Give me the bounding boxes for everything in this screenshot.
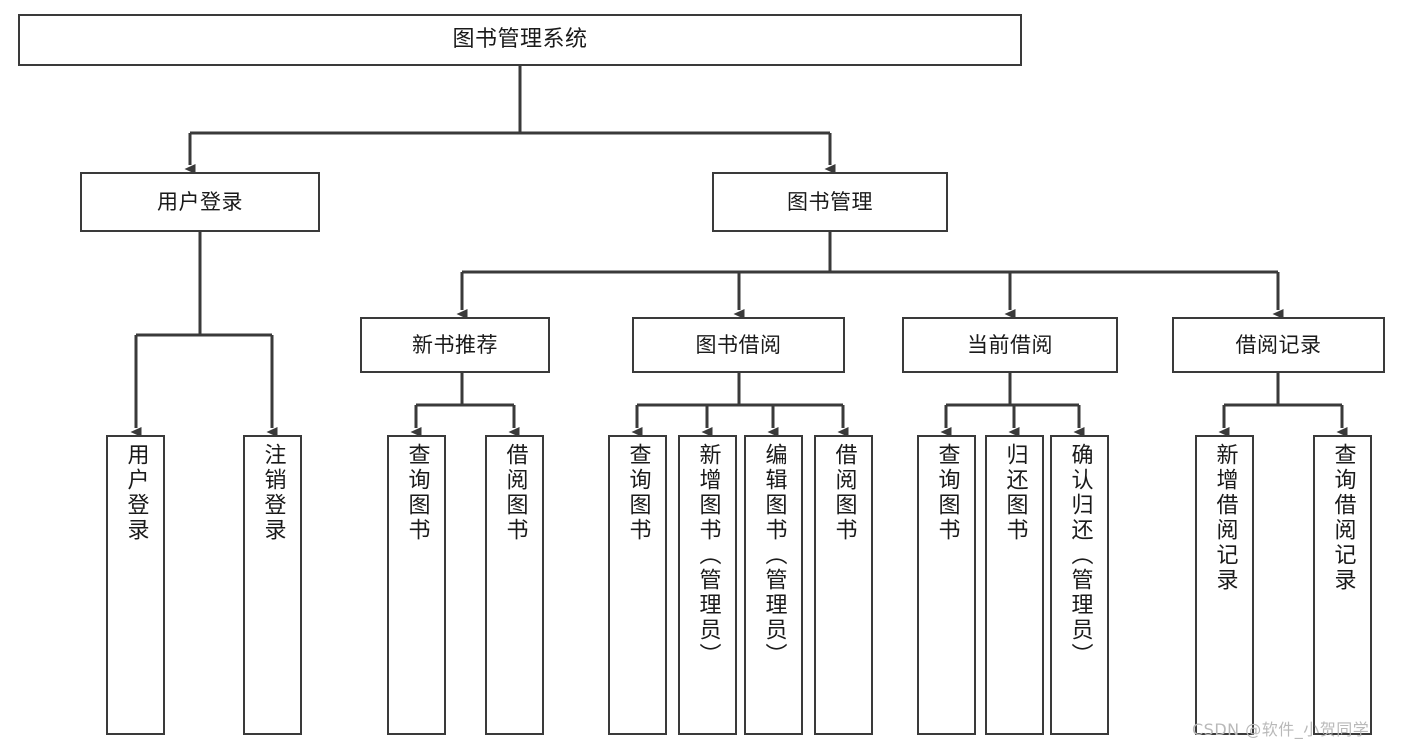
node-book-borrow[interactable]: 图书借阅 <box>632 317 845 373</box>
leaf-newbook-query-book-label: 查询图书 <box>404 443 430 543</box>
leaf-bookborrow-add-book-admin-label: 新增图书（管理员） <box>695 443 721 668</box>
leaf-currentborrow-confirm-return-admin-label: 确认归还（管理员） <box>1067 443 1093 668</box>
leaf-newbook-borrow-book[interactable]: 借阅图书 <box>485 435 544 735</box>
leaf-bookborrow-edit-book-admin-label: 编辑图书（管理员） <box>761 443 787 668</box>
leaf-bookborrow-borrow-book[interactable]: 借阅图书 <box>814 435 873 735</box>
leaf-currentborrow-query-book[interactable]: 查询图书 <box>917 435 976 735</box>
leaf-user-login[interactable]: 用户登录 <box>106 435 165 735</box>
node-book-borrow-label: 图书借阅 <box>695 332 782 357</box>
node-new-book-recommend-label: 新书推荐 <box>412 332 498 357</box>
leaf-bookborrow-add-book-admin[interactable]: 新增图书（管理员） <box>678 435 737 735</box>
leaf-newbook-query-book[interactable]: 查询图书 <box>387 435 446 735</box>
leaf-record-add-borrow-record-label: 新增借阅记录 <box>1212 443 1238 593</box>
node-borrow-record-label: 借阅记录 <box>1235 332 1322 357</box>
leaf-logout-label: 注销登录 <box>260 443 286 543</box>
leaf-currentborrow-query-book-label: 查询图书 <box>934 443 960 543</box>
leaf-bookborrow-borrow-book-label: 借阅图书 <box>831 443 857 543</box>
leaf-bookborrow-query-book[interactable]: 查询图书 <box>608 435 667 735</box>
node-current-borrow[interactable]: 当前借阅 <box>902 317 1118 373</box>
node-root[interactable]: 图书管理系统 <box>18 14 1022 66</box>
node-borrow-record[interactable]: 借阅记录 <box>1172 317 1385 373</box>
node-current-borrow-label: 当前借阅 <box>967 332 1053 357</box>
node-new-book-recommend[interactable]: 新书推荐 <box>360 317 550 373</box>
leaf-bookborrow-edit-book-admin[interactable]: 编辑图书（管理员） <box>744 435 803 735</box>
leaf-currentborrow-return-book[interactable]: 归还图书 <box>985 435 1044 735</box>
node-root-label: 图书管理系统 <box>452 27 588 53</box>
node-book-manage-label: 图书管理 <box>787 189 873 214</box>
node-book-manage[interactable]: 图书管理 <box>712 172 948 232</box>
node-user-login-label: 用户登录 <box>157 189 243 214</box>
leaf-record-query-borrow-record-label: 查询借阅记录 <box>1330 443 1356 593</box>
leaf-record-query-borrow-record[interactable]: 查询借阅记录 <box>1313 435 1372 735</box>
leaf-newbook-borrow-book-label: 借阅图书 <box>502 443 528 543</box>
leaf-bookborrow-query-book-label: 查询图书 <box>625 443 651 543</box>
leaf-logout[interactable]: 注销登录 <box>243 435 302 735</box>
leaf-record-add-borrow-record[interactable]: 新增借阅记录 <box>1195 435 1254 735</box>
leaf-user-login-label: 用户登录 <box>123 443 149 543</box>
node-user-login[interactable]: 用户登录 <box>80 172 320 232</box>
csdn-watermark: CSDN @软件_小贺同学 <box>1192 720 1370 739</box>
leaf-currentborrow-return-book-label: 归还图书 <box>1002 443 1028 543</box>
leaf-currentborrow-confirm-return-admin[interactable]: 确认归还（管理员） <box>1050 435 1109 735</box>
